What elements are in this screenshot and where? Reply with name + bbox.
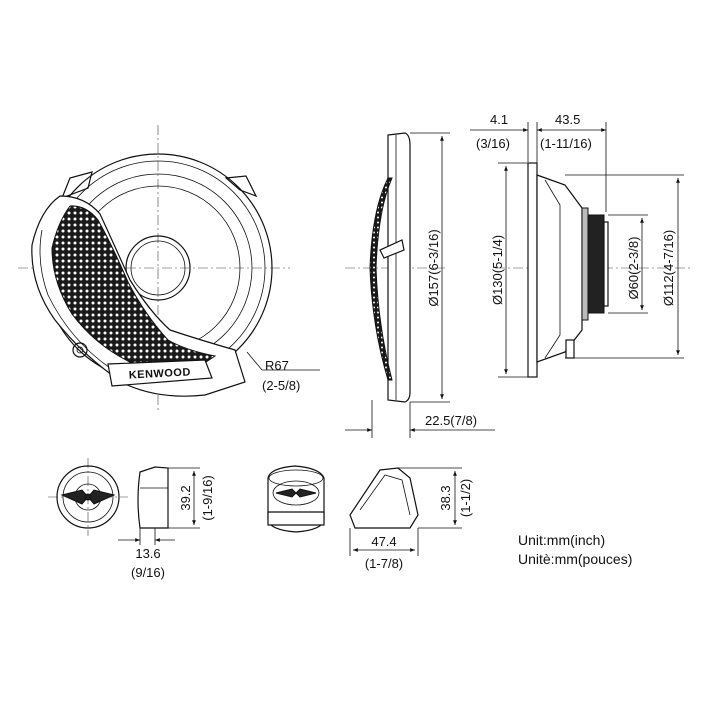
unit-label-fr: Unitè:mm(pouces) xyxy=(518,551,632,567)
mount-depth-inch-label: (1-11/16) xyxy=(540,136,592,151)
logo-plate xyxy=(107,359,213,387)
profile-flange xyxy=(527,162,538,378)
tweeter-flush-side xyxy=(137,466,169,529)
flange-label: 4.1 xyxy=(490,112,508,127)
magnet xyxy=(587,214,605,314)
mount-depth-label: 43.5 xyxy=(555,112,580,127)
tweeter-phase-plug-left xyxy=(60,489,89,505)
front-view: KENWOOD R67 (2-5/8) xyxy=(18,125,320,410)
side-diameter-label: Ø157(6-3/16) xyxy=(426,229,441,306)
side-depth-label: 22.5(7/8) xyxy=(425,413,477,428)
tweeter-angle-base xyxy=(267,511,325,526)
tweeter-angle-views: 38.3 (1-1/2) 47.4 (1-7/8) xyxy=(267,465,473,571)
tweeter-flush-views: 39.2 (1-9/16) 13.6 (9/16) xyxy=(48,458,215,580)
pod-screw xyxy=(72,342,88,358)
tweeter-angle-side xyxy=(349,467,419,529)
tweeter-center xyxy=(84,493,92,501)
tweeter-angle-face xyxy=(272,480,320,506)
angle-width-label: 47.4 xyxy=(371,534,396,549)
frame-diameter-label: Ø112(4-7/16) xyxy=(661,230,676,306)
tweeter-phase-plug-right xyxy=(87,489,116,505)
profile-view: 4.1 (3/16) 43.5 (1-11/16) Ø130(5-1/4) Ø6… xyxy=(470,112,690,378)
angle-width-inch-label: (1-7/8) xyxy=(365,556,403,571)
tweeter-depth-inch-label: (9/16) xyxy=(131,565,165,580)
cutout-diameter-label: Ø130(5-1/4) xyxy=(490,235,505,305)
radius-leader xyxy=(246,351,263,371)
pod-screw-center xyxy=(76,346,84,354)
tweeter-front-outer xyxy=(56,465,120,529)
unit-label-en: Unit:mm(inch) xyxy=(518,532,605,548)
tweeter-depth-label: 13.6 xyxy=(135,546,160,561)
flange-inch-label: (3/16) xyxy=(476,136,510,151)
dust-cap-inner xyxy=(130,240,186,296)
tweeter-angle-side-line xyxy=(359,474,411,516)
brand-logo: KENWOOD xyxy=(128,366,191,381)
terminal xyxy=(565,339,575,359)
profile-basket xyxy=(536,174,583,363)
magnet-diameter-label: Ø60(2-3/8) xyxy=(626,237,641,300)
magnet-back xyxy=(603,221,609,307)
side-tab xyxy=(379,239,405,259)
mounting-tab-left xyxy=(60,171,93,200)
basket-rib xyxy=(544,179,561,359)
side-frame xyxy=(387,132,411,403)
magnet-plate xyxy=(581,207,589,321)
tweeter-angle-plug-right xyxy=(295,488,317,498)
dust-cap xyxy=(125,235,191,301)
mounting-tab-right xyxy=(224,175,258,198)
pod-edge-line xyxy=(39,229,111,369)
side-grill xyxy=(369,177,393,381)
tweeter-flush-height-inch-label: (1-9/16) xyxy=(200,475,215,521)
radius-label: R67 xyxy=(265,358,289,373)
radius-inch-label: (2-5/8) xyxy=(262,378,300,393)
tweeter-front-ring xyxy=(62,471,114,523)
angle-height-inch-label: (1-1/2) xyxy=(458,479,473,517)
angle-height-label: 38.3 xyxy=(438,485,453,510)
tweeter-angle-rim xyxy=(268,469,324,487)
side-view: Ø157(6-3/16) 22.5(7/8) xyxy=(345,132,495,438)
tweeter-flush-height-label: 39.2 xyxy=(178,485,193,510)
